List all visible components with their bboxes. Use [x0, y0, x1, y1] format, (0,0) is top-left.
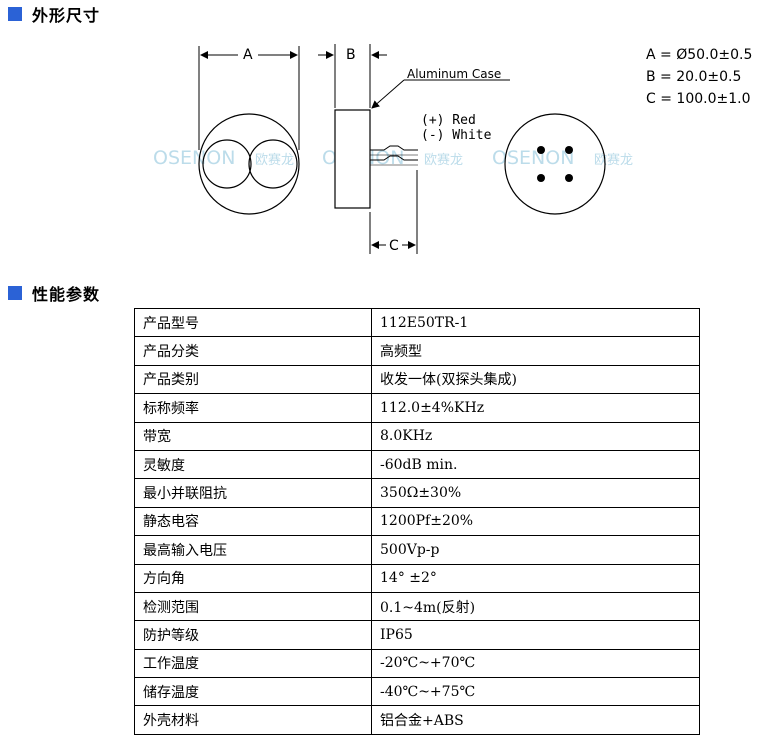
- param-value: 14° ±2°: [371, 563, 700, 593]
- param-value: 8.0KHz: [371, 421, 700, 451]
- dim-label-a: A: [243, 47, 253, 63]
- table-row: 灵敏度-60dB min.: [134, 449, 700, 480]
- param-name: 静态电容: [134, 506, 372, 537]
- spec-b: B = 20.0±0.5: [646, 69, 742, 85]
- param-name: 检测范围: [134, 591, 372, 622]
- front-view: A: [198, 46, 300, 215]
- table-row: 产品类别收发一体(双探头集成): [134, 364, 700, 395]
- param-value: 收发一体(双探头集成): [371, 364, 700, 395]
- side-view: B (+) Red (-) White Aluminum Case C: [318, 44, 510, 254]
- param-value: -40℃~+75℃: [371, 677, 700, 707]
- aluminum-case-label: Aluminum Case: [407, 67, 501, 81]
- wire-red-label: (+) Red: [421, 113, 476, 128]
- params-title: 性能参数: [32, 285, 101, 304]
- param-name: 产品分类: [134, 336, 372, 366]
- wire-white-label: (-) White: [421, 128, 492, 143]
- param-name: 灵敏度: [134, 449, 372, 480]
- param-value: 500Vp-p: [371, 535, 700, 565]
- table-row: 外壳材料铝合金+ABS: [134, 705, 700, 735]
- param-value: -20℃~+70℃: [371, 648, 700, 679]
- svg-text:欧赛龙: 欧赛龙: [424, 152, 463, 168]
- param-name: 最高输入电压: [134, 535, 372, 565]
- param-name: 产品型号: [134, 307, 372, 338]
- param-value: IP65: [371, 620, 700, 650]
- param-value: 铝合金+ABS: [371, 705, 700, 735]
- param-name: 工作温度: [134, 648, 372, 679]
- param-value: 1200Pf±20%: [371, 506, 700, 537]
- spec-c: C = 100.0±1.0: [646, 91, 751, 107]
- param-value: 112E50TR-1: [371, 307, 700, 338]
- param-value: -60dB min.: [371, 449, 700, 480]
- rear-view: [504, 113, 606, 215]
- param-name: 方向角: [134, 563, 372, 593]
- param-name: 防护等级: [134, 620, 372, 650]
- param-name: 标称频率: [134, 393, 372, 423]
- svg-text:欧赛龙: 欧赛龙: [255, 152, 294, 168]
- param-value: 112.0±4%KHz: [371, 393, 700, 423]
- dimension-drawing: OSENON 欧赛龙 OSENON 欧赛龙 OSENON 欧赛龙 A B (+)…: [153, 44, 633, 254]
- section-marker-icon: [8, 7, 22, 21]
- dimension-spec-list: A = Ø50.0±0.5 B = 20.0±0.5 C = 100.0±1.0: [646, 44, 752, 110]
- dim-label-c: C: [389, 238, 399, 254]
- table-row: 储存温度-40℃~+75℃: [134, 677, 700, 707]
- dimensions-section-header: 外形尺寸: [8, 4, 101, 25]
- params-section-header: 性能参数: [8, 283, 101, 304]
- param-value: 350Ω±30%: [371, 478, 700, 508]
- svg-text:欧赛龙: 欧赛龙: [594, 152, 633, 168]
- param-name: 带宽: [134, 421, 372, 451]
- table-row: 工作温度-20℃~+70℃: [134, 648, 700, 679]
- section-marker-icon: [8, 286, 22, 300]
- dim-label-b: B: [346, 47, 356, 63]
- param-value: 0.1~4m(反射): [371, 591, 700, 622]
- dimensions-title: 外形尺寸: [32, 6, 101, 25]
- param-name: 最小并联阻抗: [134, 478, 372, 508]
- param-value: 高频型: [371, 336, 700, 366]
- watermark: OSENON 欧赛龙 OSENON 欧赛龙 OSENON 欧赛龙: [153, 147, 633, 169]
- table-row: 产品分类高频型: [134, 336, 700, 366]
- svg-text:OSENON: OSENON: [492, 147, 574, 169]
- spec-a: A = Ø50.0±0.5: [646, 47, 753, 63]
- param-name: 产品类别: [134, 364, 372, 395]
- param-name: 储存温度: [134, 677, 372, 707]
- param-name: 外壳材料: [134, 705, 372, 735]
- svg-text:OSENON: OSENON: [153, 147, 235, 169]
